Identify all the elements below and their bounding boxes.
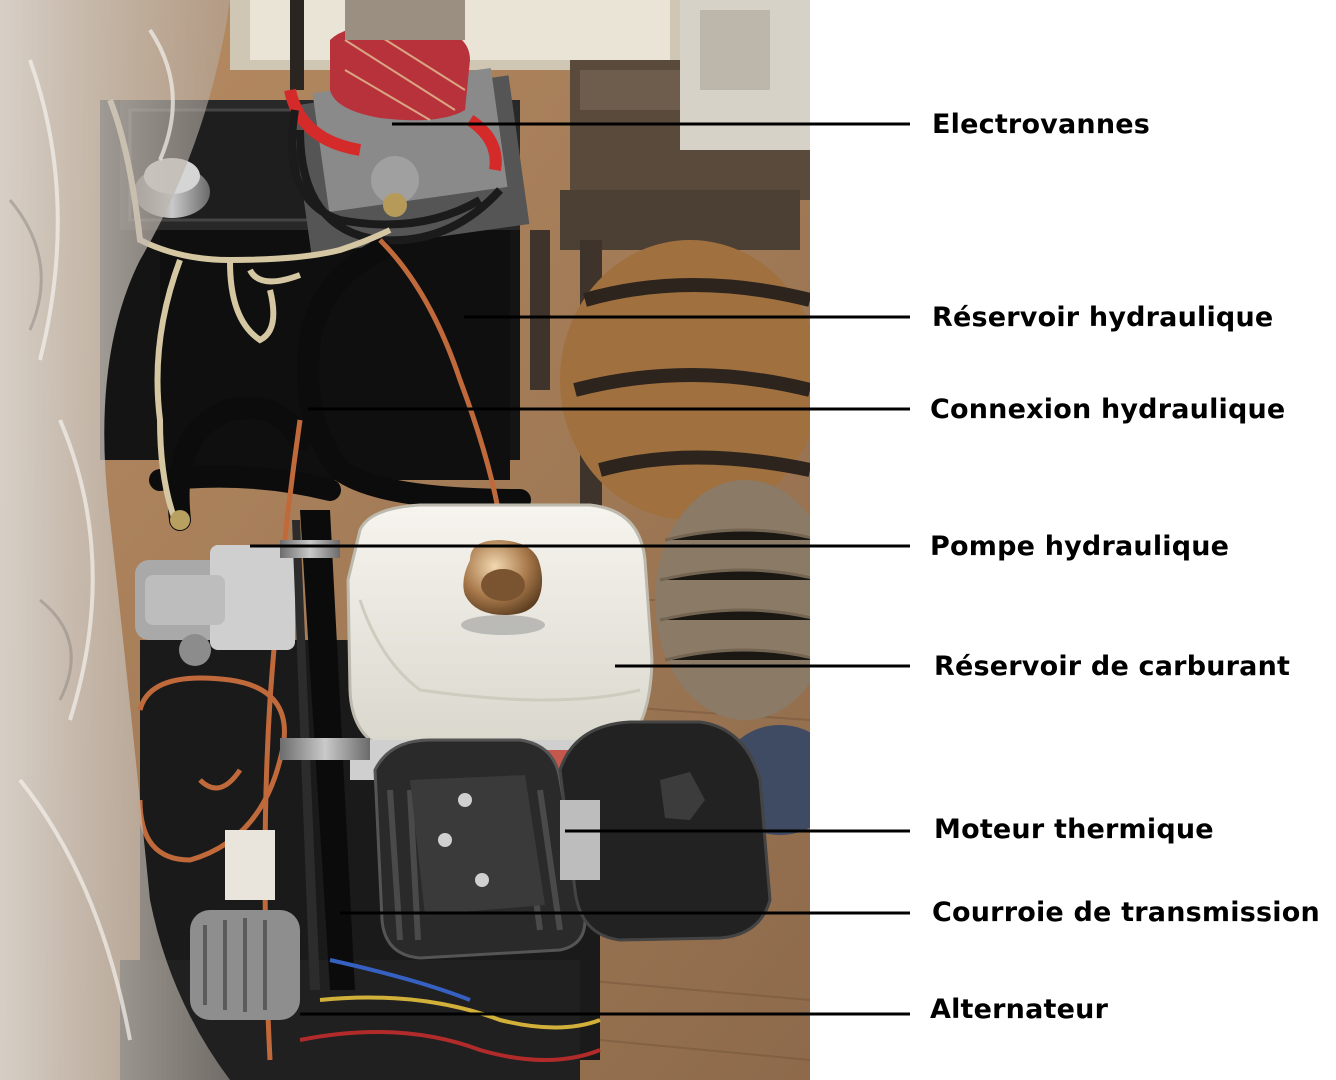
label-reservoir-hydraulique: Réservoir hydraulique — [932, 302, 1274, 333]
label-electrovannes: Electrovannes — [932, 109, 1151, 140]
label-alternateur: Alternateur — [930, 994, 1109, 1025]
label-reservoir-carburant: Réservoir de carburant — [934, 651, 1291, 682]
photo-illustration — [0, 0, 810, 1080]
label-connexion-hydraulique: Connexion hydraulique — [930, 394, 1286, 425]
label-pompe-hydraulique: Pompe hydraulique — [930, 531, 1230, 562]
label-moteur-thermique: Moteur thermique — [934, 814, 1214, 845]
equipment-photo — [0, 0, 810, 1080]
label-courroie-transmission: Courroie de transmission — [932, 897, 1320, 928]
